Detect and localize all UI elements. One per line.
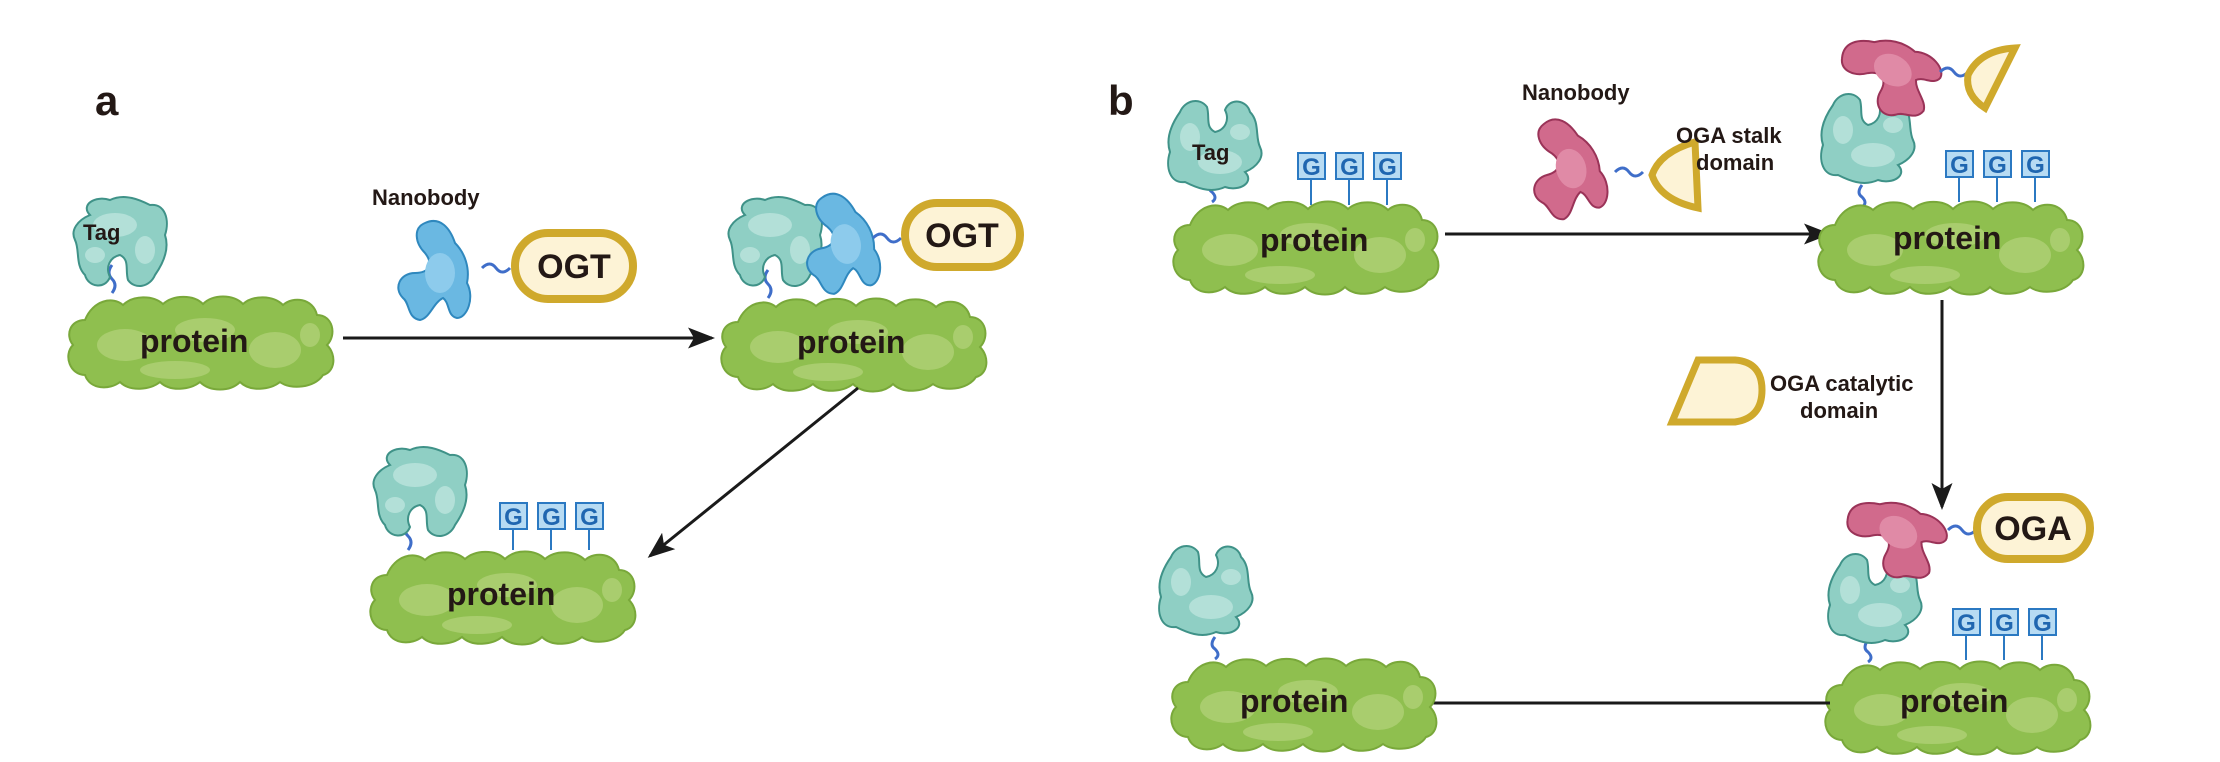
- nanobody-icon: [1516, 109, 1614, 226]
- oga-catalytic-domain: OGA catalytic domain: [1666, 356, 1913, 426]
- panel-b: b Tag G G G protein Nanobody: [1108, 16, 2094, 756]
- glyco-marks: G G G: [499, 502, 604, 550]
- g-mark-icon: [1990, 608, 2019, 636]
- g-mark-label: G: [580, 504, 599, 531]
- panel-b-step3-complex: OGA G G G protein: [1824, 478, 2094, 756]
- linker: [871, 232, 903, 244]
- panel-b-letter: b: [1108, 77, 1134, 124]
- g-mark-label: G: [2026, 152, 2045, 179]
- g-mark-icon: [1983, 150, 2012, 178]
- g-mark-icon: [1945, 150, 1974, 178]
- g-mark-label: G: [1302, 154, 1321, 181]
- protein-label: protein: [140, 323, 248, 359]
- ogt-enzyme-icon: [511, 229, 637, 303]
- linker: [1857, 184, 1867, 209]
- tag-label: Tag: [83, 220, 120, 245]
- oga-catalytic-domain-icon: [1666, 356, 1766, 426]
- g-mark-label: G: [542, 504, 561, 531]
- nanobody-icon: [397, 219, 472, 321]
- g-mark-icon: [1373, 152, 1402, 180]
- g-mark-icon: [1952, 608, 1981, 636]
- ogt-label: OGT: [537, 248, 611, 286]
- protein-label: protein: [1260, 222, 1368, 258]
- g-mark-label: G: [504, 504, 523, 531]
- panel-a: a Tag protein Nanobody OGT OGT: [67, 77, 1024, 646]
- tag-protein-icon: [727, 196, 823, 288]
- linker: [107, 264, 117, 294]
- oga-stalk-domain-icon: [1964, 44, 2021, 114]
- tag-label: Tag: [1192, 140, 1229, 165]
- g-mark-label: G: [1957, 610, 1976, 637]
- linker: [1938, 66, 1970, 78]
- panel-a-step1-complex: Tag protein: [67, 196, 335, 391]
- g-mark-icon: [1297, 152, 1326, 180]
- g-mark-label: G: [2033, 610, 2052, 637]
- panel-a-letter: a: [95, 77, 119, 124]
- protein-label: protein: [797, 324, 905, 360]
- ogt-enzyme-icon: [901, 199, 1024, 271]
- glyco-marks: G G G: [1297, 152, 1402, 205]
- stalk-label-line1: OGA stalk: [1676, 123, 1782, 148]
- protein-label: protein: [1900, 683, 2008, 719]
- nanobody-label: Nanobody: [372, 185, 480, 210]
- glyco-marks: G G G: [1945, 150, 2050, 202]
- arrow-a2: [647, 386, 859, 558]
- g-mark-icon: [2021, 150, 2050, 178]
- protein-label: protein: [447, 576, 555, 612]
- panel-a-step3-product: G G G protein: [369, 446, 637, 646]
- linker: [1210, 636, 1220, 661]
- catalytic-label-line1: OGA catalytic: [1770, 371, 1913, 396]
- glyco-marks: G G G: [1952, 608, 2057, 660]
- g-mark-icon: [575, 502, 604, 530]
- g-mark-label: G: [1950, 152, 1969, 179]
- g-mark-label: G: [1988, 152, 2007, 179]
- protein-label: protein: [1240, 683, 1348, 719]
- linker: [1613, 166, 1645, 178]
- linker: [1946, 524, 1978, 536]
- linker: [480, 262, 512, 274]
- oga-stalk-domain-icon: [1648, 137, 1702, 213]
- oga-label: OGA: [1994, 510, 2071, 548]
- linker: [763, 269, 773, 299]
- nanobody-label: Nanobody: [1522, 80, 1630, 105]
- ogt-label: OGT: [925, 217, 999, 255]
- g-mark-icon: [2028, 608, 2057, 636]
- g-mark-label: G: [1995, 610, 2014, 637]
- g-mark-icon: [1335, 152, 1364, 180]
- oga-enzyme-icon: [1973, 493, 2094, 563]
- panel-b-step2-complex: G G G protein: [1817, 16, 2085, 296]
- panel-b-step1-complex: Tag G G G protein: [1167, 99, 1440, 296]
- panel-a-reagent: Nanobody OGT: [372, 185, 637, 321]
- g-mark-label: G: [1378, 154, 1397, 181]
- tag-protein-icon: [372, 446, 468, 538]
- g-mark-label: G: [1340, 154, 1359, 181]
- panel-a-step2-complex: OGT protein: [720, 186, 1024, 393]
- linker: [1863, 639, 1873, 664]
- g-mark-icon: [499, 502, 528, 530]
- panel-b-step4-product: protein: [1158, 544, 1438, 753]
- panel-b-reagent: Nanobody OGA stalk domain: [1516, 80, 1782, 226]
- catalytic-label-line2: domain: [1800, 398, 1878, 423]
- g-mark-icon: [537, 502, 566, 530]
- stalk-label-line2: domain: [1696, 150, 1774, 175]
- tag-protein-icon: [1158, 544, 1254, 636]
- protein-label: protein: [1893, 220, 2001, 256]
